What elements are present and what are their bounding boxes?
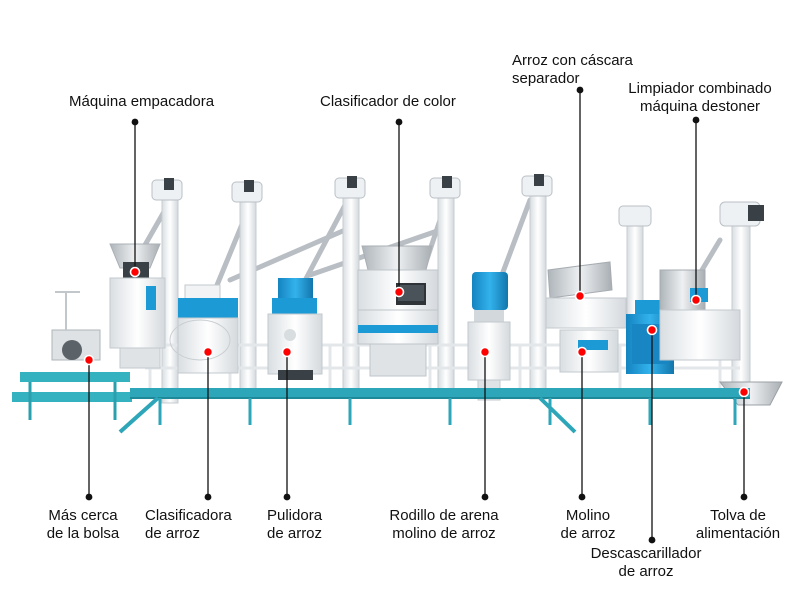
label-rice-grader-line1: Clasificadora [145, 507, 232, 524]
label-rice-polisher-line1: Pulidora [267, 507, 323, 524]
label-rice-huller-line2: de arroz [618, 563, 674, 580]
callout-marker-paddy-separator [574, 290, 586, 302]
label-bag-closer: Más cerca de la bolsa [28, 507, 138, 543]
leader-end-dot-color-sorter [395, 118, 403, 126]
label-combined-cleaner-line1: Limpiador combinado [628, 80, 772, 97]
label-sand-roller-line1: Rodillo de arena [389, 507, 499, 524]
label-sand-roller-line2: molino de arroz [392, 525, 496, 542]
label-bag-closer-line2: de la bolsa [46, 525, 120, 542]
label-feed-hopper-line2: alimentación [695, 525, 781, 542]
color-sorter-body [357, 245, 439, 377]
leader-end-dot-rice-huller [648, 536, 656, 544]
label-bag-closer-line1: Más cerca [48, 507, 118, 524]
leader-end-dot-rice-mill [578, 493, 586, 501]
bag-closer-body [12, 291, 132, 420]
leader-end-dot-bag-closer [85, 493, 93, 501]
label-rice-mill-line1: Molino [565, 507, 611, 524]
callout-marker-packing-machine [129, 266, 141, 278]
leader-end-dot-paddy-separator [576, 86, 584, 94]
callout-marker-bag-closer [83, 354, 95, 366]
label-feed-hopper: Tolva de alimentación [683, 507, 793, 543]
callout-leaders [83, 86, 750, 544]
callout-marker-combined-cleaner [690, 294, 702, 306]
callout-marker-sand-roller [479, 346, 491, 358]
label-paddy-separator-line1: Arroz con cáscara [512, 52, 633, 69]
leader-end-dot-packing-machine [131, 118, 139, 126]
leader-end-dot-combined-cleaner [692, 116, 700, 124]
label-color-sorter-text: Clasificador de color [320, 93, 456, 110]
label-rice-mill: Molino de arroz [548, 507, 628, 543]
leader-end-dot-rice-grader [204, 493, 212, 501]
callout-marker-rice-mill [576, 346, 588, 358]
label-sand-roller: Rodillo de arena molino de arroz [378, 507, 510, 543]
label-paddy-separator: Arroz con cáscara separador [512, 52, 633, 88]
leader-end-dot-sand-roller [481, 493, 489, 501]
paddy-separator-body [545, 261, 627, 373]
callout-marker-rice-grader [202, 346, 214, 358]
label-rice-huller: Descascarillador de arroz [566, 545, 726, 581]
callout-marker-feed-hopper [738, 386, 750, 398]
callout-marker-rice-huller [646, 324, 658, 336]
label-rice-grader-line2: de arroz [145, 525, 201, 542]
packing-machine-body [109, 243, 166, 369]
label-rice-mill-line2: de arroz [560, 525, 616, 542]
callout-marker-rice-polisher [281, 346, 293, 358]
label-combined-cleaner-line2: máquina destoner [639, 98, 761, 115]
label-paddy-separator-line2: separador [512, 70, 580, 87]
walkway-platform [118, 388, 750, 434]
label-rice-grader: Clasificadora de arroz [145, 507, 232, 543]
label-rice-polisher: Pulidora de arroz [267, 507, 322, 543]
label-color-sorter: Clasificador de color [320, 93, 456, 111]
sand-roller-mill-body [467, 272, 511, 401]
label-packing-machine: Máquina empacadora [69, 93, 214, 111]
label-feed-hopper-line1: Tolva de [710, 507, 766, 524]
label-combined-cleaner: Limpiador combinado máquina destoner [617, 80, 783, 116]
leader-end-dot-feed-hopper [740, 493, 748, 501]
rice-grader-body [169, 284, 239, 374]
combined-cleaner-body [659, 269, 741, 361]
label-rice-polisher-line2: de arroz [267, 525, 323, 542]
rice-polisher-body [267, 278, 323, 380]
leader-end-dot-rice-polisher [283, 493, 291, 501]
label-packing-machine-text: Máquina empacadora [69, 93, 215, 110]
callout-marker-color-sorter [393, 286, 405, 298]
label-rice-huller-line1: Descascarillador [590, 545, 702, 562]
